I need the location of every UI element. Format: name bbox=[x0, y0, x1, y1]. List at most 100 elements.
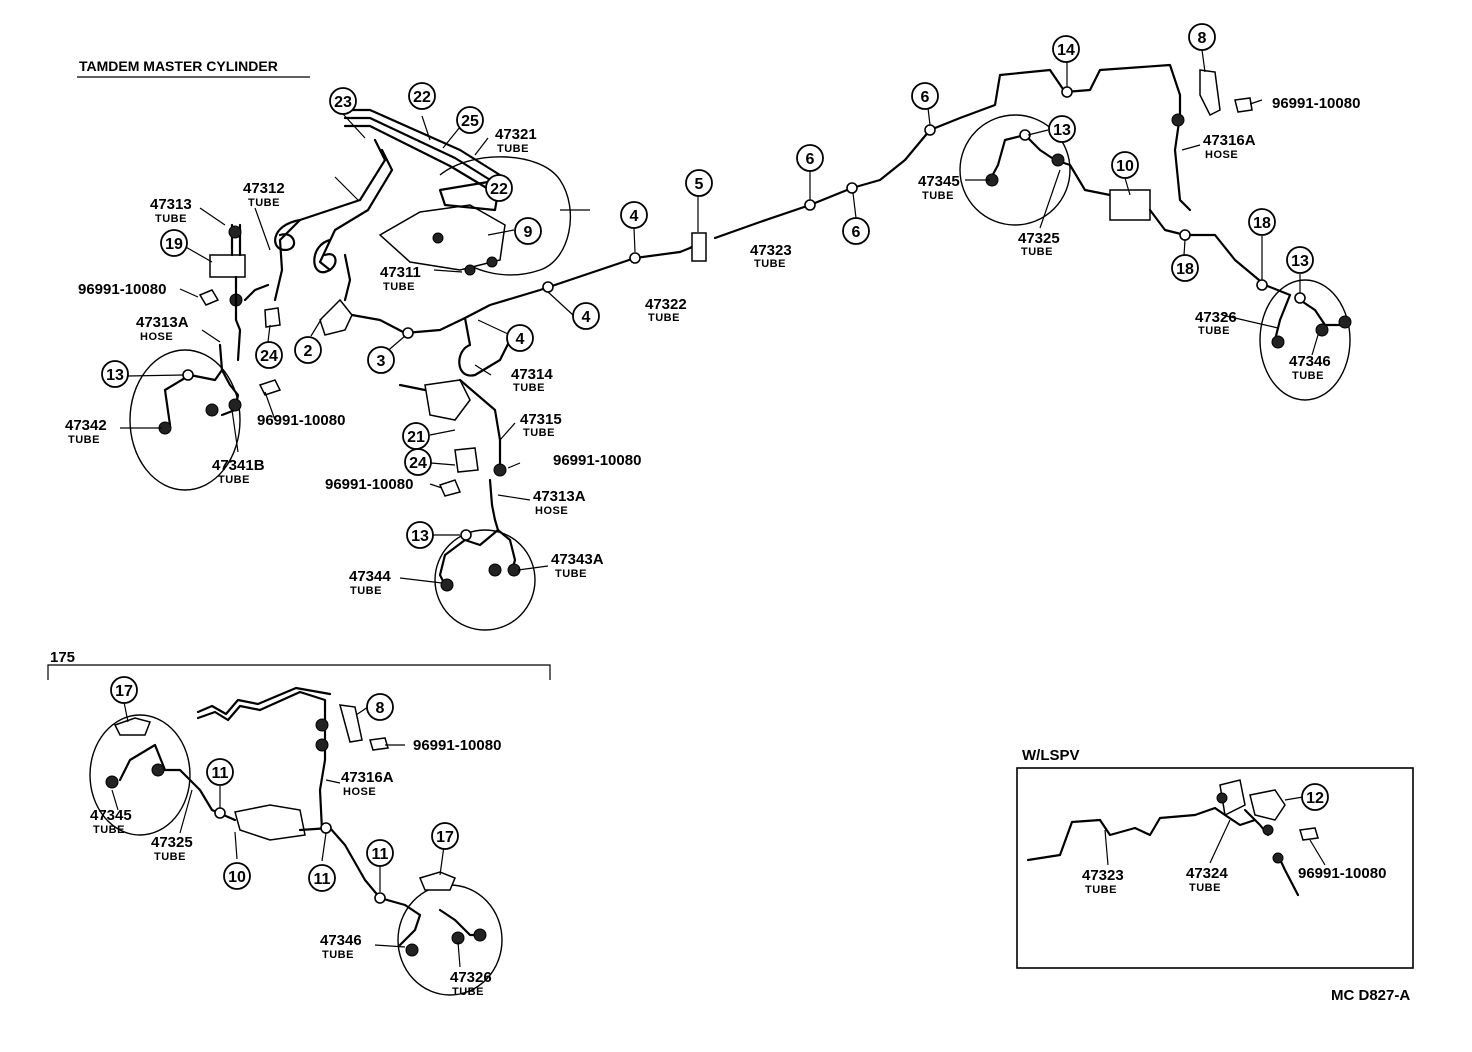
svg-text:47316A: 47316A bbox=[341, 769, 394, 786]
svg-text:HOSE: HOSE bbox=[343, 786, 376, 798]
leader-lines bbox=[111, 49, 1326, 968]
callout-circle bbox=[367, 346, 395, 374]
svg-text:47313A: 47313A bbox=[533, 488, 586, 505]
svg-text:47342: 47342 bbox=[65, 417, 107, 434]
rear-rh-drum bbox=[1259, 279, 1351, 401]
svg-text:47341B: 47341B bbox=[212, 457, 265, 474]
callout-number: 19 bbox=[165, 236, 183, 253]
callout-number: 24 bbox=[260, 348, 278, 365]
callout-number: 2 bbox=[304, 343, 313, 360]
callout-13: 13 bbox=[101, 360, 129, 388]
svg-text:47323: 47323 bbox=[750, 242, 792, 259]
svg-text:HOSE: HOSE bbox=[535, 505, 568, 517]
section-label-175: 175 bbox=[50, 649, 75, 666]
part-label: 96991-10080 bbox=[413, 737, 501, 754]
inset-label: W/LSPV bbox=[1022, 747, 1080, 764]
callout-13: 13 bbox=[1048, 115, 1076, 143]
callout-24: 24 bbox=[255, 341, 283, 369]
callout-number: 8 bbox=[1198, 30, 1207, 47]
callout-8: 8 bbox=[1188, 23, 1216, 51]
svg-text:96991-10080: 96991-10080 bbox=[1298, 865, 1386, 882]
proportioning-valve bbox=[209, 254, 246, 278]
svg-text:47314: 47314 bbox=[511, 366, 553, 383]
callout-circle bbox=[206, 758, 234, 786]
callout-number: 5 bbox=[695, 176, 704, 193]
callout-circle bbox=[308, 864, 336, 892]
svg-text:TUBE: TUBE bbox=[1292, 370, 1324, 382]
svg-text:47324: 47324 bbox=[1186, 865, 1228, 882]
svg-text:TUBE: TUBE bbox=[1085, 884, 1117, 896]
callout-circle bbox=[506, 324, 534, 352]
callout-9: 9 bbox=[514, 217, 542, 245]
main-assembly bbox=[129, 63, 1352, 631]
callout-11: 11 bbox=[308, 864, 336, 892]
svg-text:HOSE: HOSE bbox=[1205, 149, 1238, 161]
callout-number: 6 bbox=[806, 151, 815, 168]
callout-circle bbox=[911, 82, 939, 110]
callout-11: 11 bbox=[206, 758, 234, 786]
svg-text:TUBE: TUBE bbox=[1021, 246, 1053, 258]
svg-text:47315: 47315 bbox=[520, 411, 562, 428]
svg-text:47343A: 47343A bbox=[551, 551, 604, 568]
svg-text:47325: 47325 bbox=[151, 834, 193, 851]
callout-circle bbox=[514, 217, 542, 245]
sub175-valve bbox=[234, 804, 306, 841]
callout-4: 4 bbox=[620, 201, 648, 229]
svg-text:96991-10080: 96991-10080 bbox=[413, 737, 501, 754]
callout-number: 17 bbox=[115, 683, 133, 700]
callout-4: 4 bbox=[506, 324, 534, 352]
svg-text:TUBE: TUBE bbox=[350, 585, 382, 597]
callout-number: 4 bbox=[630, 208, 639, 225]
callout-18: 18 bbox=[1171, 254, 1199, 282]
callout-circle bbox=[294, 336, 322, 364]
svg-text:47312: 47312 bbox=[243, 180, 285, 197]
callout-circle bbox=[1301, 783, 1329, 811]
rh-front-drum bbox=[434, 529, 536, 631]
callout-number: 22 bbox=[413, 89, 431, 106]
callout-22: 22 bbox=[408, 82, 436, 110]
callout-18: 18 bbox=[1248, 208, 1276, 236]
svg-text:47346: 47346 bbox=[320, 932, 362, 949]
clamp-5 bbox=[691, 232, 707, 262]
callout-circle bbox=[1286, 246, 1314, 274]
sub175-assembly: 175 bbox=[47, 649, 551, 996]
svg-text:96991-10080: 96991-10080 bbox=[553, 452, 641, 469]
svg-text:TUBE: TUBE bbox=[68, 434, 100, 446]
callout-8: 8 bbox=[366, 693, 394, 721]
part-label: 96991-10080 bbox=[78, 281, 166, 298]
callout-circle bbox=[485, 174, 513, 202]
svg-text:TUBE: TUBE bbox=[754, 258, 786, 270]
part-label: 96991-10080 bbox=[325, 476, 413, 493]
callout-number: 13 bbox=[1291, 253, 1309, 270]
svg-text:47325: 47325 bbox=[1018, 230, 1060, 247]
svg-text:TUBE: TUBE bbox=[1198, 325, 1230, 337]
svg-text:TUBE: TUBE bbox=[155, 213, 187, 225]
callout-circle bbox=[1048, 115, 1076, 143]
title-text: TAMDEM MASTER CYLINDER bbox=[79, 58, 278, 74]
callout-14: 14 bbox=[1052, 35, 1080, 63]
callout-number: 24 bbox=[409, 455, 427, 472]
callout-10: 10 bbox=[223, 862, 251, 890]
svg-text:TUBE: TUBE bbox=[452, 986, 484, 998]
callout-number: 11 bbox=[314, 871, 331, 888]
svg-text:TUBE: TUBE bbox=[322, 949, 354, 961]
callout-21: 21 bbox=[402, 422, 430, 450]
svg-text:TUBE: TUBE bbox=[93, 824, 125, 836]
